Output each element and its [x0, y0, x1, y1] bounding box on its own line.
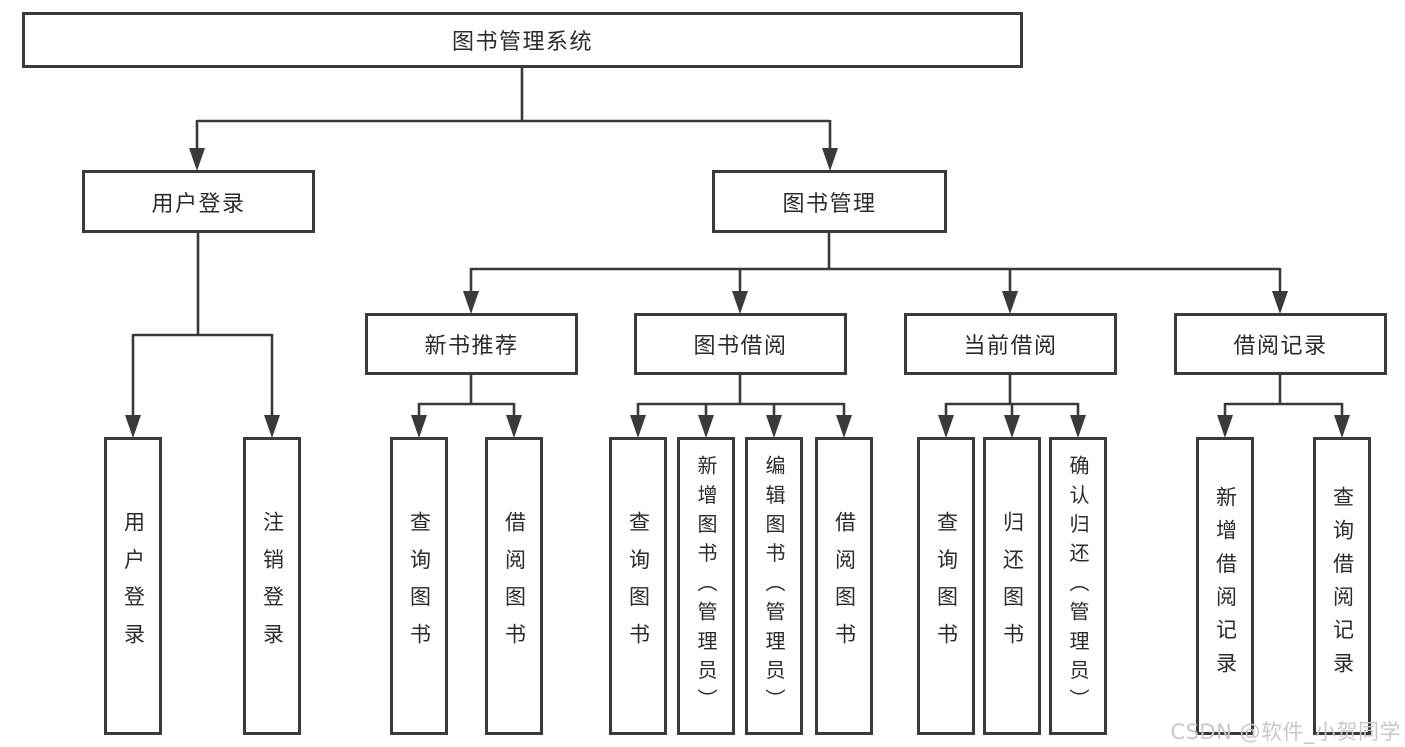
leaf-edit-book-admin-label: 编辑图书（管理员）: [762, 454, 786, 718]
leaf-query-books-recommend: 查询图书: [390, 437, 448, 735]
connector-group: [125, 68, 1350, 438]
node-user-login: 用户登录: [82, 170, 315, 233]
leaf-borrow-books-borrowing-label: 借阅图书: [832, 511, 857, 661]
leaf-query-books-recommend-label: 查询图书: [407, 511, 432, 661]
node-current-borrowing-label: 当前借阅: [963, 334, 1058, 359]
leaf-edit-book-admin: 编辑图书（管理员）: [745, 437, 803, 735]
node-borrow-records: 借阅记录: [1174, 313, 1387, 375]
node-new-book-recommend: 新书推荐: [365, 313, 578, 375]
leaf-borrow-books-recommend-label: 借阅图书: [502, 511, 527, 661]
node-root-label: 图书管理系统: [451, 30, 593, 55]
node-book-borrowing-label: 图书借阅: [693, 334, 788, 359]
leaf-query-books-current: 查询图书: [917, 437, 975, 735]
leaf-user-login-label: 用户登录: [121, 511, 146, 661]
leaf-add-book-admin: 新增图书（管理员）: [677, 437, 735, 735]
leaf-confirm-return-admin-label: 确认归还（管理员）: [1066, 454, 1090, 718]
leaf-query-borrow-record: 查询借阅记录: [1313, 437, 1371, 735]
node-current-borrowing: 当前借阅: [904, 313, 1117, 375]
leaf-return-book: 归还图书: [983, 437, 1041, 735]
node-book-management: 图书管理: [712, 170, 947, 233]
node-user-login-label: 用户登录: [151, 191, 246, 217]
csdn-watermark: CSDN @软件_小贺同学: [1170, 720, 1401, 744]
node-book-management-label: 图书管理: [782, 191, 877, 217]
leaf-logout: 注销登录: [243, 437, 301, 735]
node-new-book-recommend-label: 新书推荐: [424, 334, 519, 359]
leaf-add-borrow-record-label: 新增借阅记录: [1213, 486, 1238, 686]
leaf-query-borrow-record-label: 查询借阅记录: [1330, 486, 1355, 686]
node-root: 图书管理系统: [22, 12, 1023, 68]
leaf-user-login: 用户登录: [104, 437, 162, 735]
leaf-query-books-borrowing-label: 查询图书: [626, 511, 651, 661]
leaf-logout-label: 注销登录: [260, 511, 285, 661]
leaf-add-book-admin-label: 新增图书（管理员）: [694, 454, 718, 718]
leaf-confirm-return-admin: 确认归还（管理员）: [1049, 437, 1107, 735]
leaf-borrow-books-recommend: 借阅图书: [485, 437, 543, 735]
leaf-query-books-current-label: 查询图书: [934, 511, 959, 661]
leaf-borrow-books-borrowing: 借阅图书: [815, 437, 873, 735]
leaf-add-borrow-record: 新增借阅记录: [1196, 437, 1254, 735]
node-book-borrowing: 图书借阅: [634, 313, 847, 375]
leaf-return-book-label: 归还图书: [1000, 511, 1025, 661]
node-borrow-records-label: 借阅记录: [1233, 334, 1328, 359]
leaf-query-books-borrowing: 查询图书: [609, 437, 667, 735]
